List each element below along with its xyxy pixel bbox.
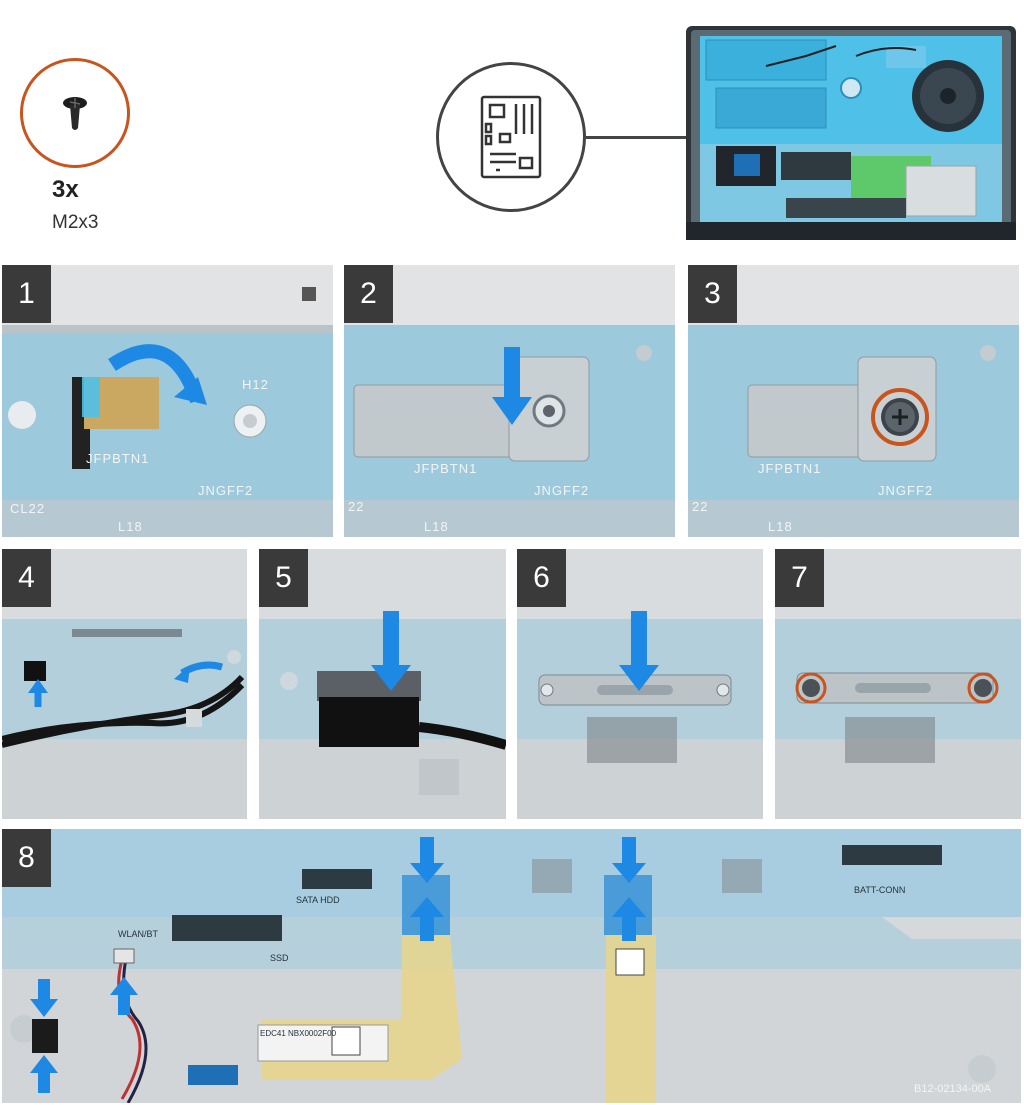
silkscreen-label: B12-02134-00A (914, 1083, 992, 1095)
silkscreen-label: JFPBTN1 (758, 461, 822, 476)
silkscreen-label: CL22 (10, 501, 46, 516)
step-7-panel: 7 (775, 549, 1021, 819)
silkscreen-label: L18 (424, 519, 449, 534)
silkscreen-label: 22 (348, 499, 365, 514)
step-number: 3 (688, 265, 737, 323)
step-number: 8 (2, 829, 51, 887)
callout-leader-line (586, 136, 690, 139)
silkscreen-label: EDC41 NBX0002F00 (260, 1029, 337, 1038)
silkscreen-label: H12 (242, 377, 269, 392)
step-number: 4 (2, 549, 51, 607)
motherboard-overview (686, 26, 1016, 240)
silkscreen-label: JNGFF2 (534, 483, 590, 498)
screw-icon (63, 97, 87, 130)
step-number: 2 (344, 265, 393, 323)
step-3-panel: 3 JFPBTN1 JNGFF2 22 L18 (688, 265, 1019, 537)
step-1-panel: 1 H12 JFPBTN1 JNGFF2 CL22 L18 (2, 265, 333, 537)
silkscreen-label: 22 (692, 499, 709, 514)
silkscreen-label: SSD (270, 953, 289, 963)
silkscreen-label: SATA HDD (296, 895, 340, 905)
silkscreen-label: JFPBTN1 (414, 461, 478, 476)
screw-size: M2x3 (52, 212, 99, 233)
silkscreen-label: JNGFF2 (878, 483, 934, 498)
step-number: 1 (2, 265, 51, 323)
silkscreen-label: WLAN/BT (118, 929, 159, 939)
step-2-panel: 2 JFPBTN1 JNGFF2 22 L18 (344, 265, 675, 537)
silkscreen-label: L18 (118, 519, 143, 534)
silkscreen-label: BATT-CONN (854, 885, 906, 895)
silkscreen-label: L18 (768, 519, 793, 534)
step-number: 6 (517, 549, 566, 607)
step-number: 7 (775, 549, 824, 607)
screw-quantity: 3x (52, 176, 79, 203)
step-number: 5 (259, 549, 308, 607)
silkscreen-label: JNGFF2 (198, 483, 254, 498)
step-8-panel: 8 SATA HDD WLAN/BT SSD BATT-CONN EDC41 N… (2, 829, 1021, 1103)
silkscreen-label: JFPBTN1 (86, 451, 150, 466)
step-4-panel: 4 (2, 549, 247, 819)
motherboard-callout (436, 62, 586, 212)
screw-callout (20, 58, 130, 168)
step-5-panel: 5 (259, 549, 506, 819)
motherboard-icon (480, 95, 542, 179)
step-6-panel: 6 (517, 549, 763, 819)
